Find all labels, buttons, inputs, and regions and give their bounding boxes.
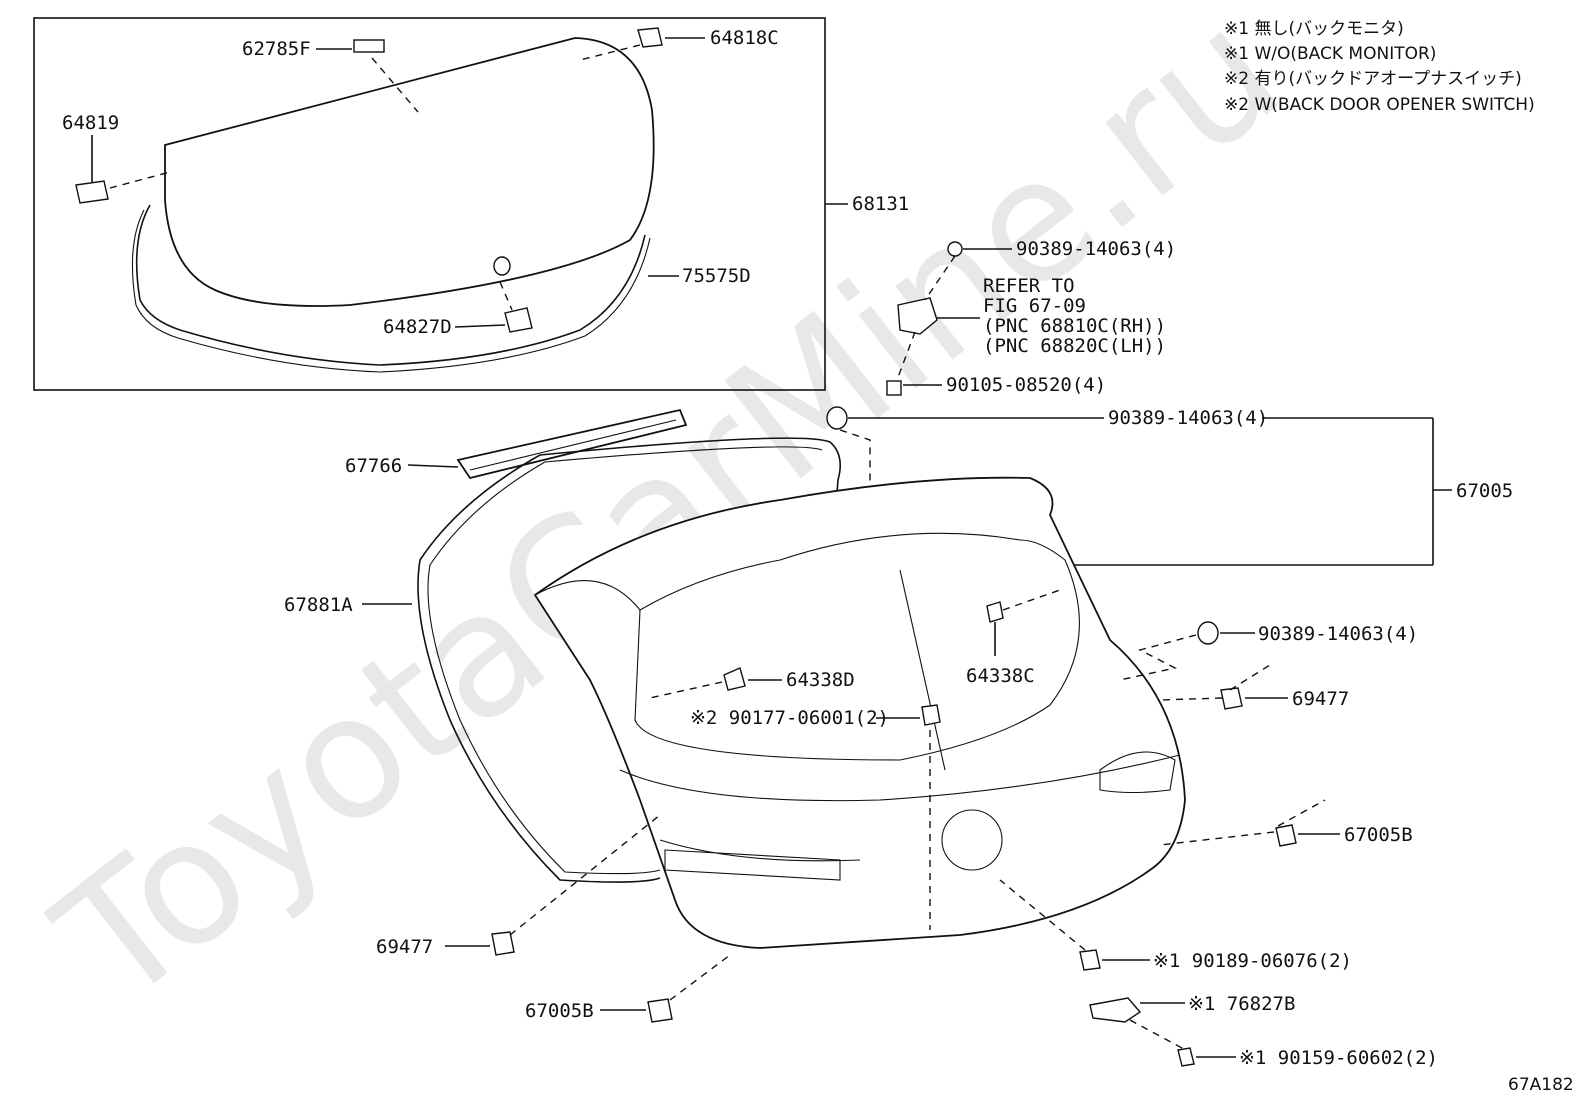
window-weatherstrip (135, 204, 646, 366)
note-1-jp: ※1 無し(バックモニタ) (1224, 19, 1404, 39)
label-68131: 68131 (852, 193, 909, 215)
part-76827B-shape (1089, 997, 1142, 1023)
note-2-en: ※2 W(BACK DOOR OPENER SWITCH) (1224, 95, 1535, 115)
label-69477-right: 69477 (1292, 688, 1349, 710)
back-window-glass (164, 37, 655, 307)
part-62785F-shape (353, 39, 385, 53)
label-90159: ※1 90159-60602(2) (1239, 1047, 1438, 1069)
refer-line-2: FIG 67-09 (983, 295, 1086, 317)
part-64818C-shape (637, 27, 663, 48)
refer-line-1: REFER TO (983, 275, 1075, 297)
part-67005B-right-shape (1275, 824, 1297, 847)
label-67005: 67005 (1456, 480, 1513, 502)
figure-id: 67A182 (1508, 1075, 1574, 1095)
label-90389-mid: 90389-14063(4) (1108, 407, 1268, 429)
label-67005B-right: 67005B (1344, 824, 1413, 846)
part-69477-left-shape (491, 931, 515, 956)
high-mount-stop-lamp (456, 408, 688, 480)
note-1-en: ※1 W/O(BACK MONITOR) (1224, 44, 1436, 64)
part-64338C-shape (986, 601, 1004, 623)
refer-line-3: (PNC 68810C(RH)) (983, 315, 1166, 337)
part-90159-shape (1177, 1047, 1195, 1067)
nut-90389-top (947, 241, 963, 257)
label-64338C: 64338C (966, 665, 1035, 687)
label-69477-left: 69477 (376, 936, 433, 958)
label-90389-right: 90389-14063(4) (1258, 623, 1418, 645)
part-64819-shape (75, 180, 109, 204)
label-67005B-left: 67005B (525, 1000, 594, 1022)
refer-line-4: (PNC 68820C(LH)) (983, 335, 1166, 357)
part-64827D-shape (504, 307, 533, 333)
nut-90389-right (1197, 621, 1219, 645)
label-67881A: 67881A (284, 594, 353, 616)
bolt-90105 (886, 380, 902, 396)
part-69477-right-shape (1220, 687, 1243, 710)
hinge-bracket-group (886, 241, 1012, 396)
label-62785F: 62785F (242, 38, 311, 60)
emblem-opener (941, 809, 1003, 871)
label-90177: ※2 90177-06001(2) (690, 707, 889, 729)
label-90189: ※1 90189-06076(2) (1153, 950, 1352, 972)
label-64818C: 64818C (710, 27, 779, 49)
label-90105: 90105-08520(4) (946, 374, 1106, 396)
hinge-bracket (897, 297, 938, 335)
nut-90389-mid (826, 406, 848, 430)
label-75575D: 75575D (682, 265, 751, 287)
door-weatherstrip (417, 437, 841, 883)
label-76827B: ※1 76827B (1188, 993, 1295, 1015)
label-67766: 67766 (345, 455, 402, 477)
refer-note: REFER TO FIG 67-09 (PNC 68810C(RH)) (PNC… (983, 275, 1166, 357)
label-64819: 64819 (62, 112, 119, 134)
note-2-jp: ※2 有り(バックドアオープナスイッチ) (1224, 69, 1522, 89)
part-90189-shape (1079, 949, 1101, 971)
back-door-panel (533, 476, 1186, 949)
label-64338D: 64338D (786, 669, 855, 691)
part-64338D-shape (723, 667, 746, 691)
label-90389-top: 90389-14063(4) (1016, 238, 1176, 260)
part-90177-shape (921, 704, 941, 726)
footnotes: ※1 無し(バックモニタ) ※1 W/O(BACK MONITOR) ※2 有り… (1224, 19, 1535, 115)
back-window-assembly (33, 17, 826, 391)
part-67005B-left-shape (647, 998, 673, 1023)
label-64827D: 64827D (383, 316, 452, 338)
